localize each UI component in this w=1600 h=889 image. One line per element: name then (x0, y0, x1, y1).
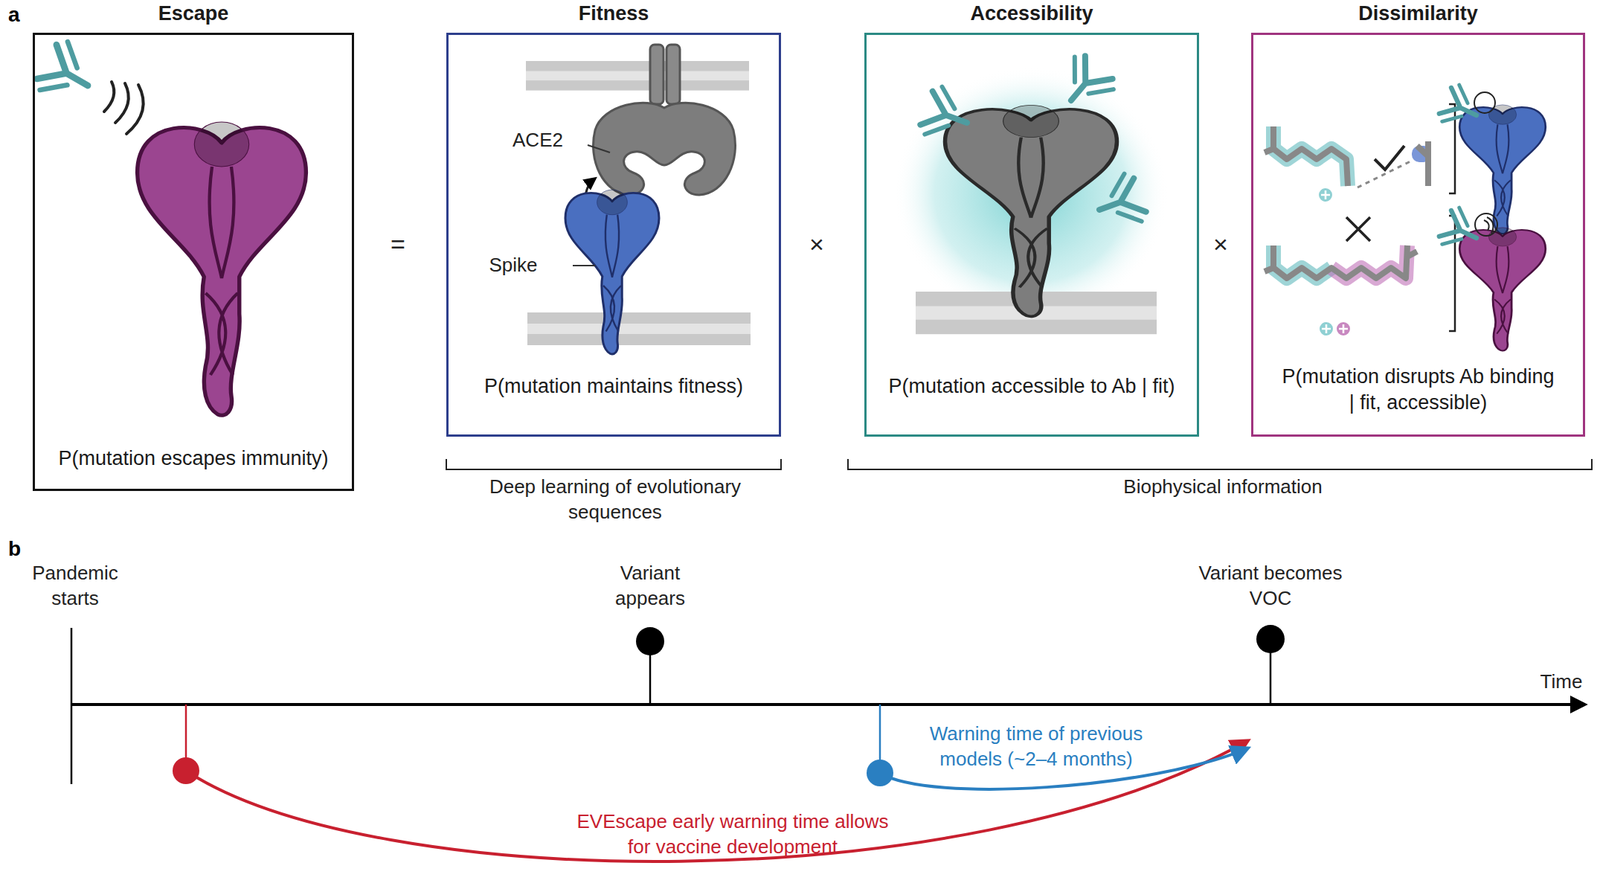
probability-text: P(mutation escapes immunity) (40, 445, 347, 472)
timeline-label: Pandemic starts (15, 560, 135, 612)
bracket (446, 458, 782, 470)
panel-letter: b (8, 535, 21, 563)
escape-box: EscapeP(mutation escapes immunity) (32, 32, 355, 491)
accessibility-illustration (893, 51, 1169, 334)
fitness-illustration (525, 44, 751, 355)
arrow-label: Warning time of previous models (~2–4 mo… (898, 721, 1174, 773)
probability-text: P(mutation maintains fitness) (453, 373, 774, 400)
dissimilarity-box: DissimilarityP(mutation disrupts Ab bind… (1251, 32, 1586, 437)
timeline-label: Variant becomes VOC (1177, 560, 1364, 612)
panel-letter: a (8, 1, 21, 29)
panel-heading: Accessibility (866, 2, 1197, 26)
panel-heading: Dissimilarity (1253, 2, 1583, 26)
operator: × (809, 227, 825, 261)
timeline (71, 624, 1585, 862)
timeline-label: Variant appears (590, 560, 710, 612)
bracket-label: Biophysical information (1066, 474, 1380, 500)
dissimilarity-illustration (1264, 82, 1546, 352)
panel-heading: Fitness (448, 2, 779, 26)
part-label: ACE2 (512, 127, 564, 154)
probability-text: P(mutation accessible to Ab | fit) (871, 373, 1192, 400)
operator: = (390, 227, 406, 261)
part-label: Spike (488, 252, 538, 279)
bracket (847, 458, 1592, 470)
axis-label: Time (1540, 669, 1583, 695)
fitness-box: FitnessP(mutation maintains fitness) (446, 32, 782, 437)
bracket-label: Deep learning of evolutionary sequences (488, 474, 742, 526)
operator: × (1213, 227, 1229, 261)
arrow-label: EVEscape early warning time allows for v… (569, 809, 897, 860)
panel-heading: Escape (34, 2, 352, 26)
escape-spike (32, 37, 306, 416)
probability-text: P(mutation disrupts Ab binding | fit, ac… (1277, 363, 1560, 416)
accessibility-box: AccessibilityP(mutation accessible to Ab… (864, 32, 1200, 437)
